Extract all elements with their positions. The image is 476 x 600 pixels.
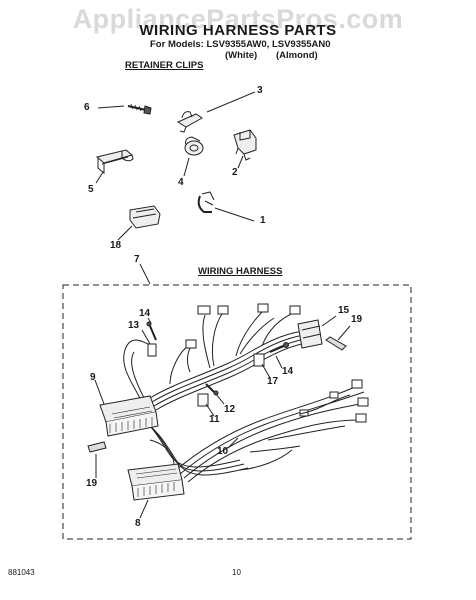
callout-11: 11 bbox=[209, 414, 220, 425]
callout-14-right: 14 bbox=[282, 366, 294, 377]
callout-5: 5 bbox=[88, 184, 94, 195]
watermark: AppliancePartsPros.com bbox=[72, 4, 404, 34]
document-number: 881043 bbox=[8, 568, 35, 577]
callout-19-bottom: 19 bbox=[86, 478, 98, 489]
callout-15: 15 bbox=[338, 305, 350, 316]
callout-12: 12 bbox=[224, 404, 236, 415]
leader-5 bbox=[95, 171, 104, 184]
leader-15 bbox=[321, 315, 337, 327]
callout-14-top: 14 bbox=[139, 308, 151, 319]
part-8-connector bbox=[127, 463, 185, 501]
leader-19a bbox=[337, 325, 351, 341]
callout-17: 17 bbox=[267, 376, 279, 387]
leader-10 bbox=[227, 437, 239, 449]
harness-small-connectors bbox=[147, 303, 369, 423]
leader-13 bbox=[141, 329, 151, 345]
part-12-screw bbox=[205, 383, 219, 396]
page-number: 10 bbox=[232, 568, 241, 577]
leader-4 bbox=[183, 157, 190, 177]
part-3-clip bbox=[176, 111, 203, 133]
leader-1 bbox=[214, 207, 255, 222]
part-18-clip bbox=[129, 205, 161, 229]
model-numbers: For Models: LSV9355AW0, LSV9355AN0 bbox=[150, 39, 331, 50]
leader-14a bbox=[147, 317, 152, 324]
leader-2 bbox=[237, 155, 244, 169]
variant-white: (White) bbox=[225, 50, 258, 61]
callout-4: 4 bbox=[178, 177, 184, 188]
leader-14b bbox=[275, 355, 283, 369]
part-14-screw-left bbox=[146, 321, 157, 341]
callout-7: 7 bbox=[134, 254, 140, 265]
leader-12 bbox=[215, 393, 225, 405]
retainer-clips-heading: RETAINER CLIPS bbox=[125, 60, 204, 71]
wiring-harness-heading: WIRING HARNESS bbox=[198, 266, 283, 277]
callout-2: 2 bbox=[232, 167, 238, 178]
part-9-connector bbox=[99, 395, 159, 437]
part-14-screw-right bbox=[269, 342, 289, 353]
part-5-clip bbox=[95, 149, 134, 175]
part-19-tie-bottom bbox=[87, 441, 107, 453]
part-6-screw bbox=[127, 103, 152, 115]
leader-18 bbox=[117, 225, 133, 241]
callout-13: 13 bbox=[128, 320, 140, 331]
part-15-connector bbox=[297, 319, 323, 349]
leader-9 bbox=[94, 379, 105, 405]
leader-6 bbox=[97, 105, 125, 109]
callout-3: 3 bbox=[257, 85, 263, 96]
part-2-clip bbox=[233, 129, 257, 161]
callout-10: 10 bbox=[217, 446, 229, 457]
leader-3 bbox=[206, 91, 256, 113]
part-4-clip bbox=[184, 136, 204, 156]
callout-8: 8 bbox=[135, 518, 141, 529]
page-title: WIRING HARNESS PARTS bbox=[139, 22, 337, 39]
callout-9: 9 bbox=[90, 372, 96, 383]
leader-7 bbox=[139, 263, 151, 285]
leader-8 bbox=[139, 499, 149, 519]
harness-frame bbox=[62, 284, 412, 540]
harness-trunk bbox=[123, 329, 365, 483]
leader-11 bbox=[205, 403, 215, 417]
callout-18: 18 bbox=[110, 240, 122, 251]
part-1-clip bbox=[197, 191, 215, 213]
callout-1: 1 bbox=[260, 215, 266, 226]
part-19-tie-top bbox=[325, 336, 347, 351]
leader-17 bbox=[261, 363, 271, 379]
callout-19-top: 19 bbox=[351, 314, 363, 325]
callout-6: 6 bbox=[84, 102, 90, 113]
variant-almond: (Almond) bbox=[276, 50, 318, 61]
harness-right-wires bbox=[239, 394, 351, 471]
